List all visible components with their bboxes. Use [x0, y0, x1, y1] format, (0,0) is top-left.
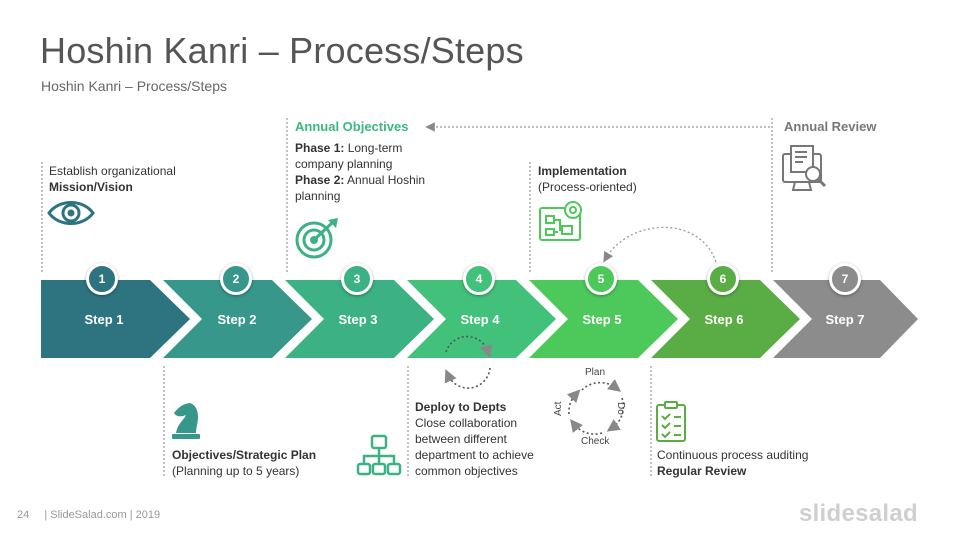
pdca-act-label: Act	[553, 401, 564, 416]
chevron-step-3	[285, 280, 434, 358]
step-4-label: Step 4	[460, 312, 500, 327]
chevron-step-6	[651, 280, 800, 358]
step-1-label: Step 1	[84, 312, 124, 327]
eye-icon	[47, 201, 95, 225]
target-icon	[295, 218, 338, 259]
step-6-badge: 6	[707, 263, 739, 295]
chevron-step-1	[41, 280, 190, 358]
document-search-icon	[782, 145, 827, 191]
checklist-icon	[656, 401, 686, 442]
chevron-step-5	[529, 280, 678, 358]
footer: 24 | SlideSalad.com | 2019	[17, 509, 160, 521]
page-subtitle: Hoshin Kanri – Process/Steps	[41, 78, 227, 94]
step-5-description: Implementation (Process-oriented)	[538, 164, 637, 194]
pdca-cycle-icon	[566, 379, 625, 435]
step-3-description: Annual Objectives Phase 1: Long-term com…	[295, 119, 445, 204]
step-7-label: Step 7	[825, 312, 865, 327]
step-4-badge: 4	[463, 263, 495, 295]
annual-objectives-heading: Annual Objectives	[295, 119, 409, 134]
brand-logo: slidesalad	[798, 500, 918, 527]
step-1-badge: 1	[86, 263, 118, 295]
pdca-check-label: Check	[581, 436, 610, 447]
pdca-plan-label: Plan	[585, 367, 606, 378]
step-3-badge: 3	[341, 263, 373, 295]
step-7-badge: 7	[829, 263, 861, 295]
step-5-label: Step 5	[582, 312, 622, 327]
page-title: Hoshin Kanri – Process/Steps	[40, 30, 524, 71]
step-4-description: Deploy to Depts Close collaboration betw…	[415, 400, 534, 478]
step-2-badge: 2	[220, 263, 252, 295]
step-6-description: Continuous process auditing Regular Revi…	[657, 448, 809, 478]
step-6-label: Step 6	[704, 312, 744, 327]
step-2-label: Step 2	[217, 312, 257, 327]
chevron-step-7	[773, 280, 918, 358]
step-1-description: Establish organizational Mission/Vision	[49, 164, 176, 194]
footer-credit: | SlideSalad.com | 2019	[44, 509, 161, 521]
chevron-step-2	[163, 280, 312, 358]
blueprint-gear-icon	[539, 201, 582, 241]
annual-review-heading: Annual Review	[784, 119, 877, 134]
org-chart-icon	[356, 434, 402, 476]
step-2-description: Objectives/Strategic Plan (Planning up t…	[172, 448, 317, 478]
pdca-do-label: Do	[615, 402, 626, 415]
step-3-label: Step 3	[338, 312, 378, 327]
step-5-badge: 5	[585, 263, 617, 295]
chess-knight-icon	[172, 403, 200, 439]
page-number: 24	[17, 509, 30, 521]
chevron-step-4	[407, 280, 556, 358]
cycle-icon	[444, 335, 493, 389]
